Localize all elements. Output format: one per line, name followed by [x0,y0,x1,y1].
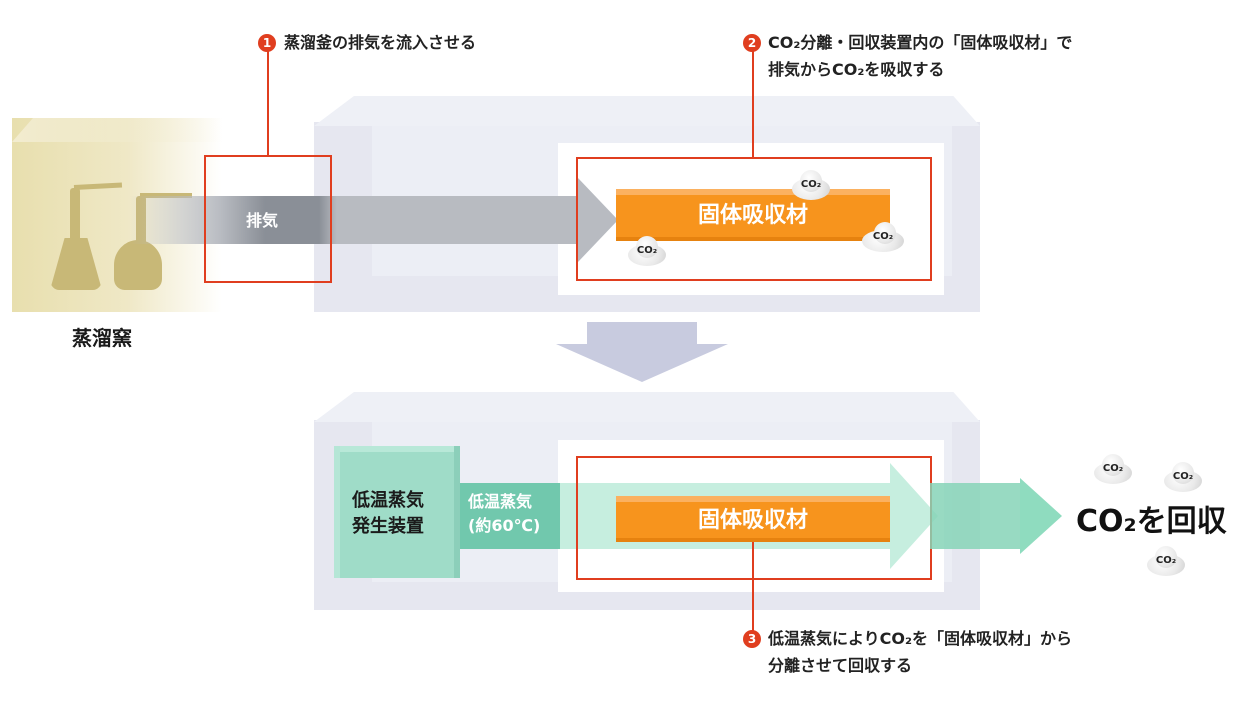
callout-3-text-line-1: 低温蒸気によりCO₂を「固体吸収材」から [768,629,1073,648]
low-temp-steam-generator [334,446,460,578]
process-down-arrow-stem [587,322,697,344]
callout-2-leader [752,48,754,158]
co2-output-arrow-head [1020,478,1062,554]
absorption-device-top [314,96,980,126]
callout-3-text-line-2: 分離させて回収する [768,656,913,675]
exhaust-flow-arrow [130,196,580,244]
callout-1-leader [267,48,269,156]
co2-cloud-icon: CO₂ [1090,454,1136,484]
co2-recovered-label: CO₂を回収 [1076,504,1227,539]
co2-cloud-icon: CO₂ [860,222,906,252]
exhaust-arrow-head [578,178,618,262]
callout-2-text-line-2: 排気からCO₂を吸収する [768,60,945,79]
steam-label: 低温蒸気 (約60℃) [468,492,541,535]
solid-absorber-lower: 固体吸収材 [616,496,890,542]
steam-generator-label: 低温蒸気 発生装置 [352,490,424,537]
step-3-badge: 3 [743,630,761,648]
callout-1-text: 蒸溜釜の排気を流入させる [284,33,477,52]
co2-cloud-icon: CO₂ [788,170,834,200]
absorber-label: 固体吸収材 [697,203,808,228]
co2-output-arrow [930,483,1022,549]
distillery-box-top [12,118,222,142]
desorption-device-top [314,392,980,422]
distillery-label: 蒸溜窯 [72,326,132,350]
co2-cloud-icon: CO₂ [1160,462,1206,492]
absorber-label: 固体吸収材 [697,508,808,533]
step-1-badge: 1 [258,34,276,52]
exhaust-label: 排気 [246,211,279,230]
solid-absorber-upper: 固体吸収材 [616,189,890,241]
step-2-badge: 2 [743,34,761,52]
absorber-highlight-box [576,157,932,281]
callout-3-leader [752,542,754,636]
inlet-highlight-box [204,155,332,283]
co2-cloud-icon: CO₂ [1143,546,1189,576]
co2-cloud-icon: CO₂ [624,236,670,266]
callout-2-text-line-1: CO₂分離・回収装置内の「固体吸収材」で [768,33,1073,52]
steam-flow-band [460,483,560,549]
process-down-arrow-icon [556,344,728,382]
